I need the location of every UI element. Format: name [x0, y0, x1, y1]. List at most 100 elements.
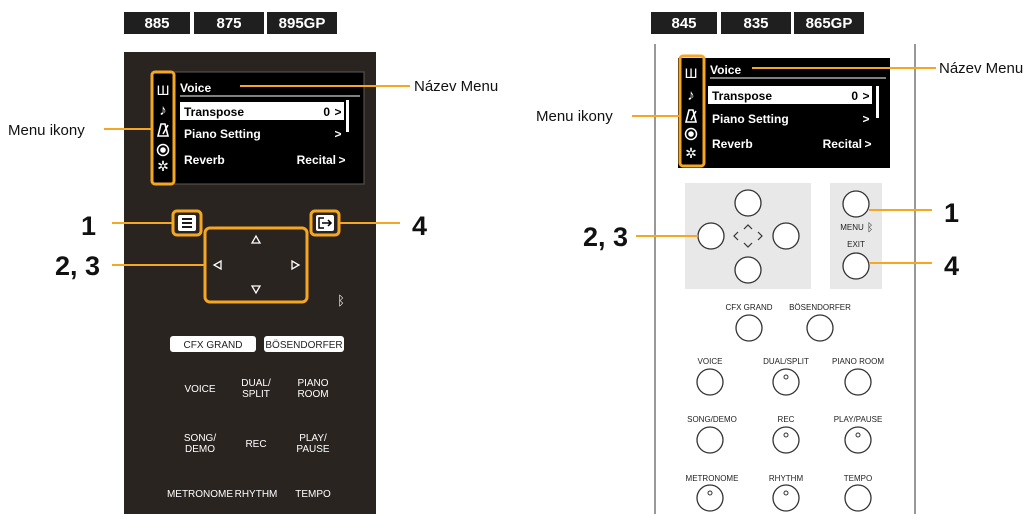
model-label: 885 [144, 15, 169, 32]
menu-item-label[interactable]: Piano Setting [184, 127, 261, 141]
indicator-lamp [707, 490, 713, 496]
dual-split-button[interactable] [772, 368, 800, 396]
menu-title: Voice [180, 81, 211, 95]
arrow-right-icon[interactable] [291, 259, 301, 271]
left-model-tabs: 885 875 895GP [124, 12, 337, 34]
menu-item-value: 0 [323, 105, 330, 119]
callout-menu-icons: Menu ikony [536, 108, 613, 125]
bluetooth-icon: ᛒ [337, 293, 345, 308]
chevron-right-icon [757, 231, 763, 241]
chevron-up-icon [743, 224, 753, 230]
right-lcd-display: Ш ♪ ✲ Voice Transpose 0 > Piano Setting … [678, 54, 890, 168]
song-note-icon: ♪ [159, 102, 167, 119]
menu-label: MENU [840, 223, 864, 232]
menu-item-label[interactable]: Transpose [184, 105, 244, 119]
cursor-left-button[interactable] [697, 222, 725, 250]
chevron-right-icon: > [338, 153, 345, 167]
play-pause-button[interactable] [844, 426, 872, 454]
selected-row-bg [708, 86, 872, 104]
dual-split-button[interactable]: DUAL/SPLIT [241, 378, 271, 400]
rec-button[interactable]: REC [245, 439, 266, 450]
model-tab [721, 12, 791, 34]
metronome-icon [156, 123, 170, 137]
voice-icon: Ш [685, 65, 698, 81]
rec-label: REC [778, 415, 795, 424]
metronome-label: METRONOME [686, 474, 739, 483]
model-label: 845 [671, 15, 696, 32]
cursor-down-button[interactable] [734, 256, 762, 284]
menu-button[interactable] [842, 190, 870, 218]
scrollbar[interactable] [346, 100, 349, 132]
indicator-lamp [783, 490, 789, 496]
chevron-right-icon: > [334, 105, 341, 119]
selected-row-bg [180, 102, 344, 120]
chevron-down-icon [743, 242, 753, 248]
arrow-up-icon[interactable] [250, 234, 262, 244]
cfx-grand-button[interactable] [735, 314, 763, 342]
bluetooth-icon: ᛒ [867, 222, 874, 234]
menu-item-label[interactable]: Reverb [712, 137, 753, 151]
model-label: 835 [743, 15, 768, 32]
metronome-button[interactable]: METRONOME [167, 489, 233, 500]
voice-label: VOICE [698, 357, 723, 366]
chevron-right-icon: > [862, 112, 869, 126]
menu-title: Voice [710, 63, 741, 77]
model-label: 895GP [279, 15, 326, 32]
indicator-lamp [783, 374, 789, 380]
menu-item-value: Recital [297, 153, 336, 167]
exit-button[interactable] [842, 252, 870, 280]
menu-item-value: 0 [851, 89, 858, 103]
right-button-grid: VOICE DUAL/SPLIT PIANO ROOM SONG/DEMO RE… [686, 357, 884, 512]
right-diagram: 845 835 865GP Ш ♪ ✲ Voice Transpo [536, 12, 1023, 514]
song-demo-button[interactable] [696, 426, 724, 454]
song-demo-button[interactable]: SONG/DEMO [184, 433, 216, 455]
model-tab [267, 12, 337, 34]
right-model-tabs: 845 835 865GP [651, 12, 864, 34]
tempo-label: TEMPO [844, 474, 872, 483]
indicator-lamp [783, 432, 789, 438]
arrow-left-icon[interactable] [212, 259, 222, 271]
bosendorfer-button[interactable] [264, 336, 344, 352]
voice-button[interactable]: VOICE [184, 384, 215, 395]
model-tab [794, 12, 864, 34]
tempo-button[interactable] [844, 484, 872, 512]
step-number: 2, 3 [583, 222, 628, 252]
menu-item-label[interactable]: Reverb [184, 153, 225, 167]
song-note-icon: ♪ [687, 87, 695, 104]
cursor-up-button[interactable] [734, 189, 762, 217]
chevron-right-icon: > [862, 89, 869, 103]
rec-button[interactable] [772, 426, 800, 454]
voice-button[interactable] [696, 368, 724, 396]
rhythm-button[interactable]: RHYTHM [235, 489, 278, 500]
cfx-grand-label: CFX GRAND [725, 303, 772, 312]
model-tab [651, 12, 717, 34]
song-demo-label: SONG/DEMO [687, 415, 737, 424]
menu-item-label[interactable]: Transpose [712, 89, 772, 103]
piano-room-button[interactable] [844, 368, 872, 396]
arrow-down-icon[interactable] [250, 285, 262, 295]
bosendorfer-label: BÖSENDORFER [789, 303, 851, 312]
metronome-button[interactable] [696, 484, 724, 512]
callout-menu-name: Název Menu [939, 60, 1023, 77]
cursor-right-button[interactable] [772, 222, 800, 250]
menu-icon [182, 218, 192, 228]
scrollbar[interactable] [876, 86, 879, 118]
callout-menu-icons: Menu ikony [8, 122, 85, 139]
cfx-grand-label: CFX GRAND [184, 340, 243, 351]
chevron-right-icon: > [864, 137, 871, 151]
bosendorfer-label: BÖSENDORFER [265, 339, 342, 351]
menu-item-label[interactable]: Piano Setting [712, 112, 789, 126]
bosendorfer-button[interactable] [806, 314, 834, 342]
model-tab [124, 12, 190, 34]
voice-icon: Ш [157, 82, 170, 98]
rhythm-button[interactable] [772, 484, 800, 512]
chevron-left-icon [733, 231, 739, 241]
left-diagram: 885 875 895GP Ш ♪ ✲ Voice [8, 12, 498, 514]
step-number: 1 [81, 211, 96, 241]
cfx-grand-button[interactable] [170, 336, 256, 352]
play-pause-button[interactable]: PLAY/PAUSE [296, 433, 329, 455]
tempo-button[interactable]: TEMPO [295, 489, 331, 500]
